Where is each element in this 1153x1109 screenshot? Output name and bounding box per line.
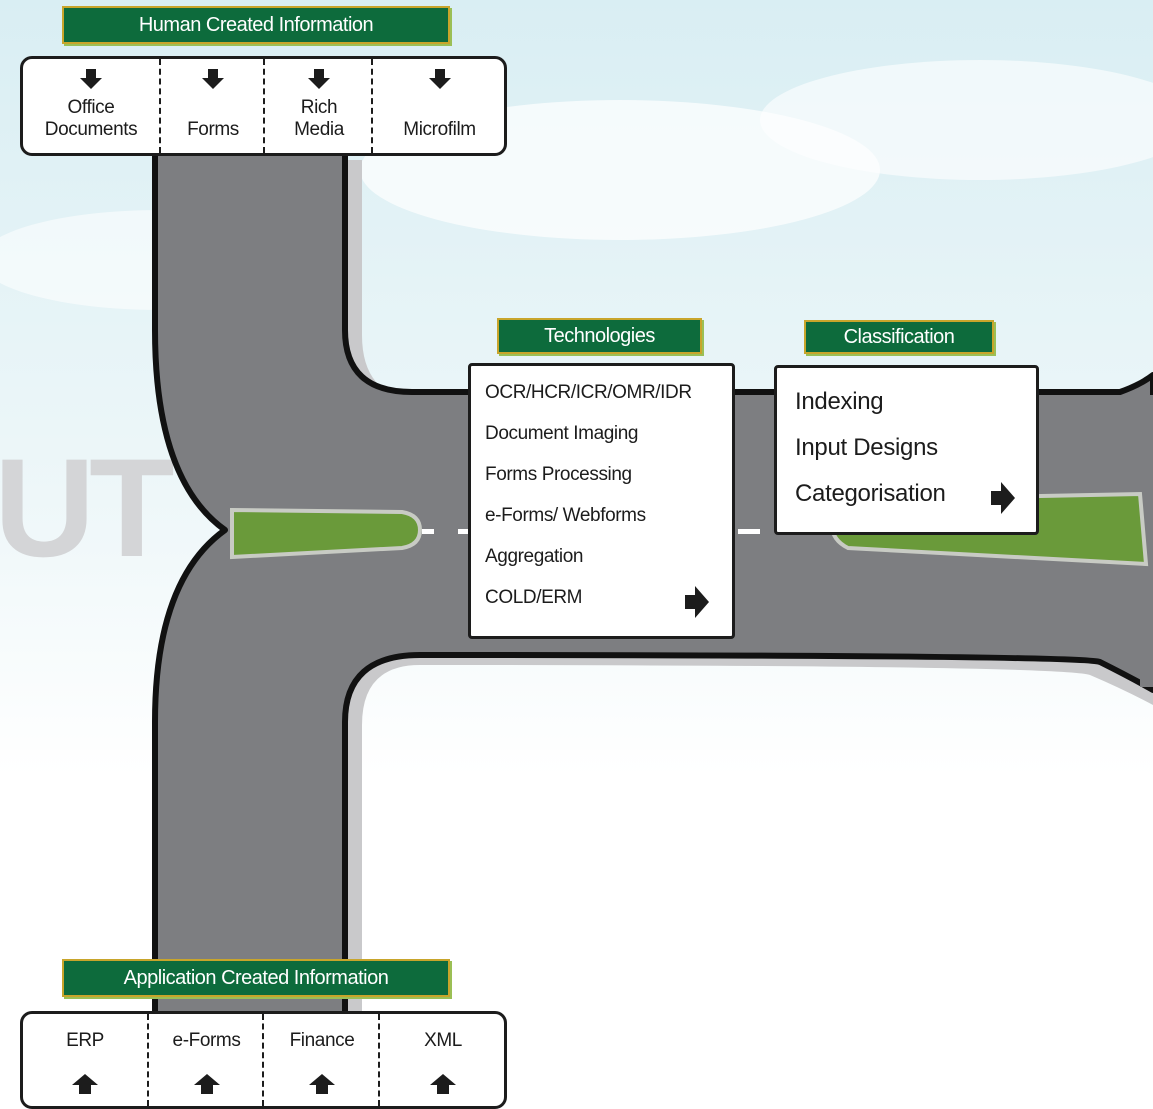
technologies-title: Technologies xyxy=(544,324,655,347)
arrow-down-icon xyxy=(428,69,451,89)
source-line1: Rich xyxy=(300,97,338,118)
source-line2: Media xyxy=(294,119,344,140)
arrow-up-icon xyxy=(193,1074,220,1094)
tech-item: Aggregation xyxy=(485,546,584,567)
source-microfilm: Microfilm xyxy=(371,59,506,153)
source-line1 xyxy=(373,97,506,119)
tech-item: e-Forms/ Webforms xyxy=(485,505,646,526)
tech-item: COLD/ERM xyxy=(485,587,583,608)
source-label: e-Forms xyxy=(172,1030,241,1051)
classification-title: Classification xyxy=(843,325,955,348)
median-left xyxy=(230,507,423,560)
source-line2: Forms xyxy=(187,119,239,140)
application-created-label: Application Created Information xyxy=(62,959,450,997)
tech-item: OCR/HCR/ICR/OMR/IDR xyxy=(485,382,692,403)
human-created-label: Human Created Information xyxy=(62,6,450,44)
human-created-panel: Office Documents Forms Rich Media Microf… xyxy=(20,56,507,156)
arrow-down-icon xyxy=(308,69,330,89)
tech-item: Document Imaging xyxy=(485,423,639,444)
technologies-label: Technologies xyxy=(497,318,702,354)
lane-dash xyxy=(458,529,470,534)
classification-item: Indexing xyxy=(795,388,884,415)
arrow-up-icon xyxy=(72,1074,98,1094)
watermark-text: UT xyxy=(0,429,175,586)
source-line2: Microfilm xyxy=(403,119,476,140)
human-created-title: Human Created Information xyxy=(138,13,374,36)
lane-dash xyxy=(738,529,760,534)
source-label: XML xyxy=(424,1030,462,1051)
source-line1 xyxy=(161,97,265,119)
application-created-panel: ERP e-Forms Finance XML xyxy=(20,1011,507,1109)
classification-item: Input Designs xyxy=(795,434,938,461)
classification-box: Indexing Input Designs Categorisation xyxy=(774,365,1039,535)
source-rich-media: Rich Media xyxy=(263,59,373,153)
application-created-title: Application Created Information xyxy=(123,966,389,989)
arrow-down-icon xyxy=(202,69,224,89)
arrow-right-icon xyxy=(685,586,709,618)
technologies-box: OCR/HCR/ICR/OMR/IDR Document Imaging For… xyxy=(468,363,735,639)
source-label: ERP xyxy=(66,1030,104,1051)
source-label: Finance xyxy=(289,1030,355,1051)
source-erp: ERP xyxy=(23,1014,147,1106)
source-finance: Finance xyxy=(262,1014,380,1106)
classification-label: Classification xyxy=(804,320,994,354)
arrow-up-icon xyxy=(430,1074,456,1094)
source-e-forms: e-Forms xyxy=(147,1014,264,1106)
arrow-down-icon xyxy=(80,69,102,89)
source-line2: Documents xyxy=(44,119,138,140)
source-line1: Office xyxy=(67,97,115,118)
lane-dash xyxy=(422,529,434,534)
classification-item: Categorisation xyxy=(795,480,946,507)
tech-item: Forms Processing xyxy=(485,464,632,485)
source-forms: Forms xyxy=(159,59,265,153)
source-xml: XML xyxy=(378,1014,506,1106)
arrow-right-icon xyxy=(991,482,1015,514)
source-office-documents: Office Documents xyxy=(23,59,159,153)
arrow-up-icon xyxy=(309,1074,335,1094)
